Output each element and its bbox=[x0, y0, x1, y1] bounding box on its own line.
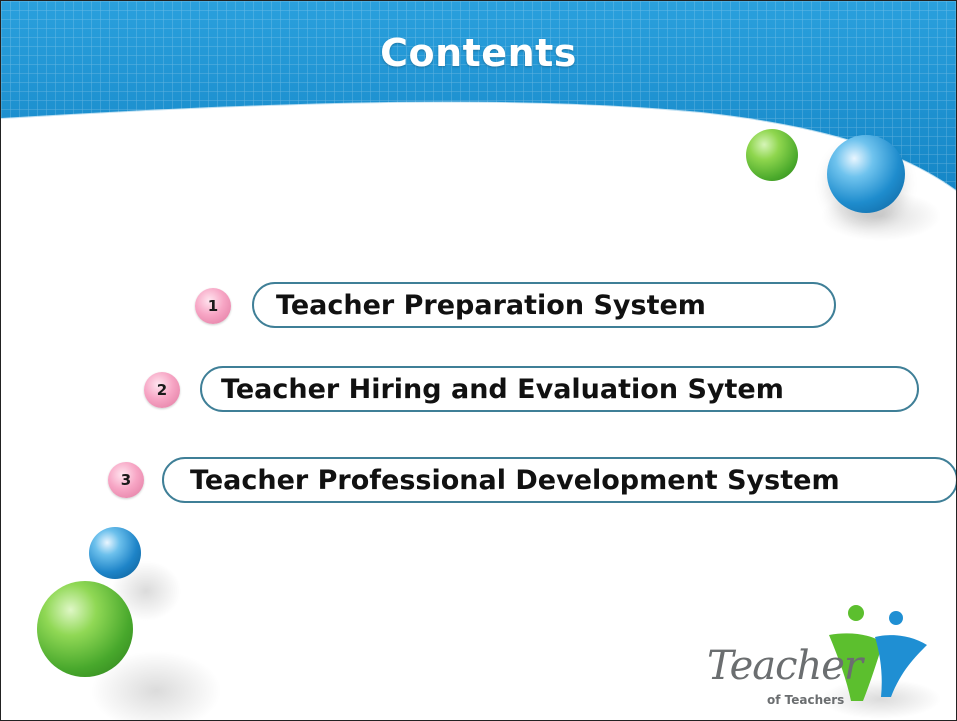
green-sphere-icon bbox=[746, 129, 798, 181]
number-badge-1: 1 bbox=[195, 288, 231, 324]
number-badge-text: 3 bbox=[120, 471, 132, 489]
contents-item-1[interactable]: Teacher Preparation System bbox=[252, 282, 836, 328]
number-badge-text: 1 bbox=[207, 297, 219, 315]
header-band bbox=[1, 1, 956, 192]
logo-subtitle: of Teachers bbox=[767, 693, 845, 707]
logo-wordmark: Teacher bbox=[707, 643, 863, 689]
contents-item-label: Teacher Hiring and Evaluation Sytem bbox=[221, 373, 784, 405]
number-badge-3: 3 bbox=[108, 462, 144, 498]
green-sphere-icon bbox=[37, 581, 133, 677]
teacher-of-teachers-logo: Teacher of Teachers bbox=[701, 601, 941, 719]
contents-item-2[interactable]: Teacher Hiring and Evaluation Sytem bbox=[200, 366, 919, 412]
contents-item-3[interactable]: Teacher Professional Development System bbox=[162, 457, 956, 503]
number-badge-2: 2 bbox=[144, 372, 180, 408]
page-title: Contents bbox=[380, 31, 577, 75]
logo-shadow bbox=[821, 679, 941, 719]
people-icon bbox=[829, 605, 927, 701]
number-badge-text: 2 bbox=[156, 381, 168, 399]
contents-item-label: Teacher Professional Development System bbox=[190, 464, 840, 496]
blue-sphere-icon bbox=[89, 527, 141, 579]
contents-item-label: Teacher Preparation System bbox=[276, 289, 706, 321]
blue-sphere-icon bbox=[827, 135, 905, 213]
